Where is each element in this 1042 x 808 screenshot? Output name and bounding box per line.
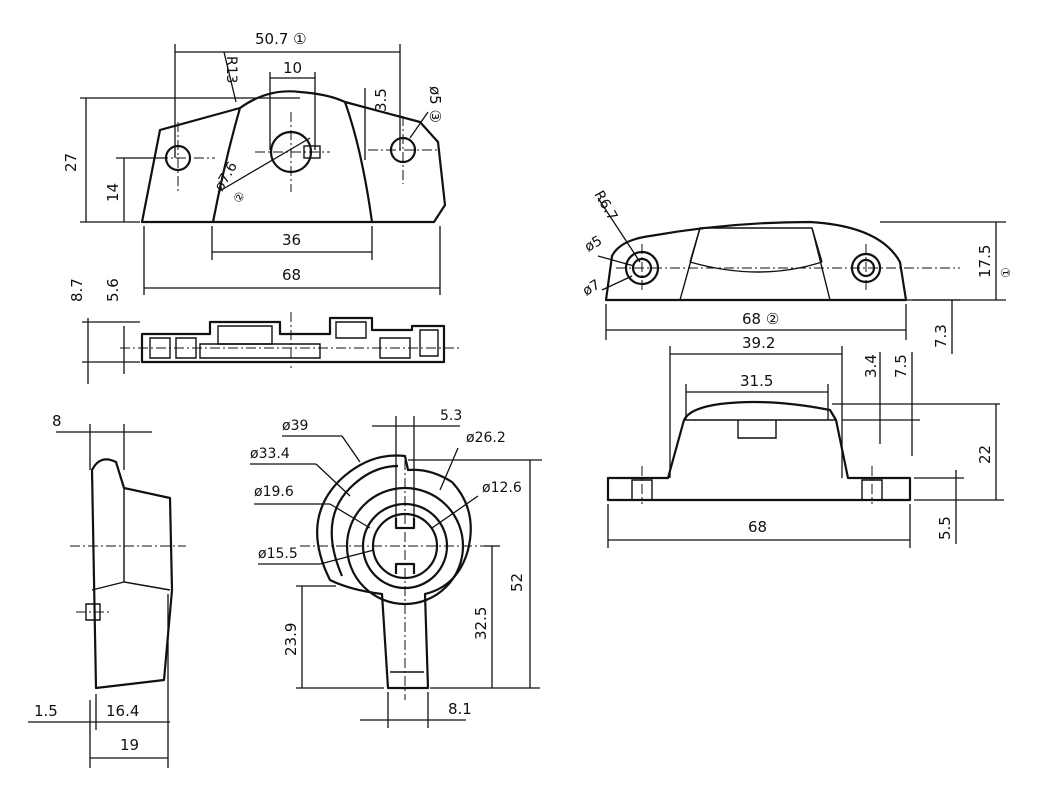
dim-hole-dia: ø5 ③ — [426, 86, 444, 123]
dim-offset: 3.5 — [372, 88, 390, 112]
dim-d155: ø15.5 — [258, 546, 298, 562]
dim-body: 16.4 — [106, 702, 139, 720]
dim-step: 7.5 — [892, 354, 910, 378]
lever-view: ø39 ø33.4 ø19.6 ø15.5 5.3 ø26.2 ø12.6 52… — [250, 408, 542, 728]
dim-d262: ø26.2 — [466, 430, 506, 446]
dim-inner-span: 31.5 — [740, 372, 773, 390]
dim-radius: R6.7 — [591, 188, 621, 224]
dim-height: 27 — [62, 153, 80, 172]
dim-step-small: 3.4 — [862, 354, 880, 378]
keeper-top-view: R6.7 ø5 ø7 17.5 ① 68 ② 7.3 — [580, 188, 1013, 354]
dim-d39: ø39 — [282, 418, 308, 434]
dim-handle-low: 23.9 — [282, 623, 300, 656]
dim-length: 68 — [748, 518, 767, 536]
dim-tip-width: 8.1 — [448, 700, 472, 718]
dim-slot-width: 10 — [283, 59, 302, 77]
side-left-view: 8 1.5 16.4 19 — [28, 412, 186, 768]
dim-height: 22 — [976, 445, 994, 464]
dim-height-step: 5.6 — [104, 278, 122, 302]
front-left-view: 8.7 5.6 — [68, 278, 460, 384]
dim-height: 17.5 — [976, 245, 994, 278]
front-left-body — [140, 316, 446, 364]
dim-d196: ø19.6 — [254, 484, 294, 500]
top-left-body — [140, 90, 447, 224]
dim-height: 52 — [508, 573, 526, 592]
dim-center-hole: ø7.6 — [212, 159, 241, 194]
lever-outer-body — [316, 454, 472, 690]
dim-base-length: 68 — [282, 266, 301, 284]
keeper-front-body — [606, 400, 912, 502]
dim-inner-span: 36 — [282, 231, 301, 249]
side-left-body — [90, 458, 174, 690]
dim-d334: ø33.4 — [250, 446, 290, 462]
keeper-front-view: 39.2 31.5 3.4 7.5 22 5.5 68 — [606, 334, 1004, 548]
dim-edge: 7.3 — [932, 324, 950, 348]
top-left-view: 50.7 ① R13 10 3.5 ø5 ③ 27 14 ø7.6 ② 36 — [62, 30, 447, 295]
dim-base-thickness: 5.5 — [936, 516, 954, 540]
dim-center-mark: ② — [230, 189, 248, 205]
dim-lip: 1.5 — [34, 702, 58, 720]
dim-height-mark: ① — [999, 267, 1013, 278]
dim-height-total: 8.7 — [68, 278, 86, 302]
dim-slot: 5.3 — [440, 408, 462, 424]
dim-hole-big: ø7 — [580, 277, 603, 300]
dim-handle-len: 32.5 — [472, 607, 490, 640]
dim-hole-small: ø5 — [582, 233, 605, 256]
dim-radius: R13 — [223, 56, 239, 84]
dim-top-span: 39.2 — [742, 334, 775, 352]
dim-d126: ø12.6 — [482, 480, 522, 496]
dim-hole-height: 14 — [104, 183, 122, 202]
dim-overall-top: 50.7 ① — [255, 30, 307, 48]
dim-overall: 19 — [120, 736, 139, 754]
dim-length: 68 ② — [742, 310, 779, 328]
keeper-top-body — [604, 220, 908, 302]
dim-top-width: 8 — [52, 412, 62, 430]
